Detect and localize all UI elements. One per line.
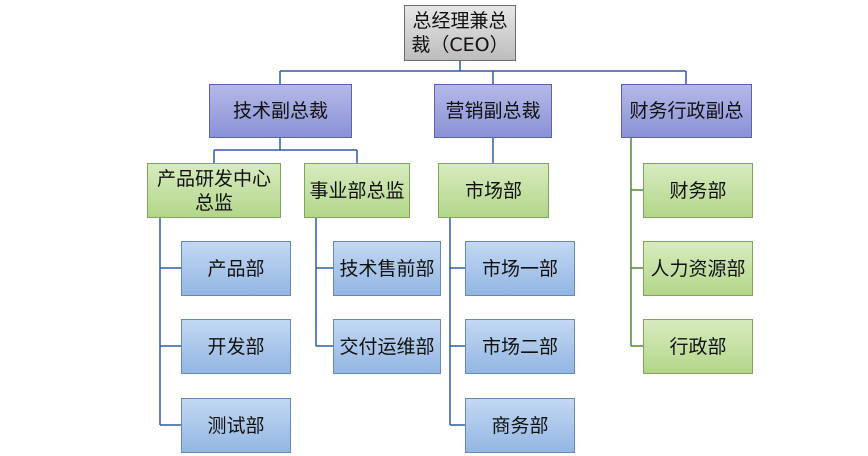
dept-box-finance: 财务部 xyxy=(643,163,753,218)
dept-label: 市场二部 xyxy=(481,335,558,358)
dept-label: 交付运维部 xyxy=(339,335,435,358)
business-director-box: 事业部总监 xyxy=(304,163,410,218)
dept-label: 商务部 xyxy=(491,414,549,437)
dept-box-commerce: 商务部 xyxy=(465,398,575,453)
business-director-label: 事业部总监 xyxy=(309,179,405,202)
dept-box-delivery: 交付运维部 xyxy=(333,319,441,374)
dept-label: 人力资源部 xyxy=(650,257,746,280)
market-dept-label: 市场部 xyxy=(464,179,522,202)
dept-box-product: 产品部 xyxy=(181,241,291,296)
dept-label: 技术售前部 xyxy=(339,257,435,280)
ceo-label-line1: 总经理兼总 xyxy=(412,10,508,32)
dept-box-testing: 测试部 xyxy=(181,398,291,453)
dept-box-presales: 技术售前部 xyxy=(333,241,441,296)
vp-marketing-box: 营销副总裁 xyxy=(434,84,552,138)
dept-label: 测试部 xyxy=(207,414,265,437)
dept-label: 开发部 xyxy=(207,335,265,358)
rnd-director-box: 产品研发中心 总监 xyxy=(147,163,281,218)
rnd-label-line1: 产品研发中心 xyxy=(156,167,271,190)
rnd-label-line2: 总监 xyxy=(194,191,233,214)
dept-box-hr: 人力资源部 xyxy=(643,241,753,296)
dept-box-admin: 行政部 xyxy=(643,319,753,374)
ceo-box: 总经理兼总 裁（CEO） xyxy=(404,5,516,61)
ceo-label-line2: 裁（CEO） xyxy=(411,34,509,56)
market-dept-box: 市场部 xyxy=(438,163,549,218)
vp-tech-label: 技术副总裁 xyxy=(232,100,328,122)
dept-label: 财务部 xyxy=(669,179,727,202)
vp-finance-label: 财务行政副总 xyxy=(629,100,744,122)
dept-box-market-1: 市场一部 xyxy=(465,241,575,296)
dept-label: 产品部 xyxy=(207,257,265,280)
dept-label: 行政部 xyxy=(669,335,727,358)
dept-box-development: 开发部 xyxy=(181,319,291,374)
dept-box-market-2: 市场二部 xyxy=(465,319,575,374)
vp-finance-box: 财务行政副总 xyxy=(621,84,752,138)
dept-label: 市场一部 xyxy=(481,257,558,280)
vp-marketing-label: 营销副总裁 xyxy=(445,100,541,122)
vp-tech-box: 技术副总裁 xyxy=(209,84,352,138)
